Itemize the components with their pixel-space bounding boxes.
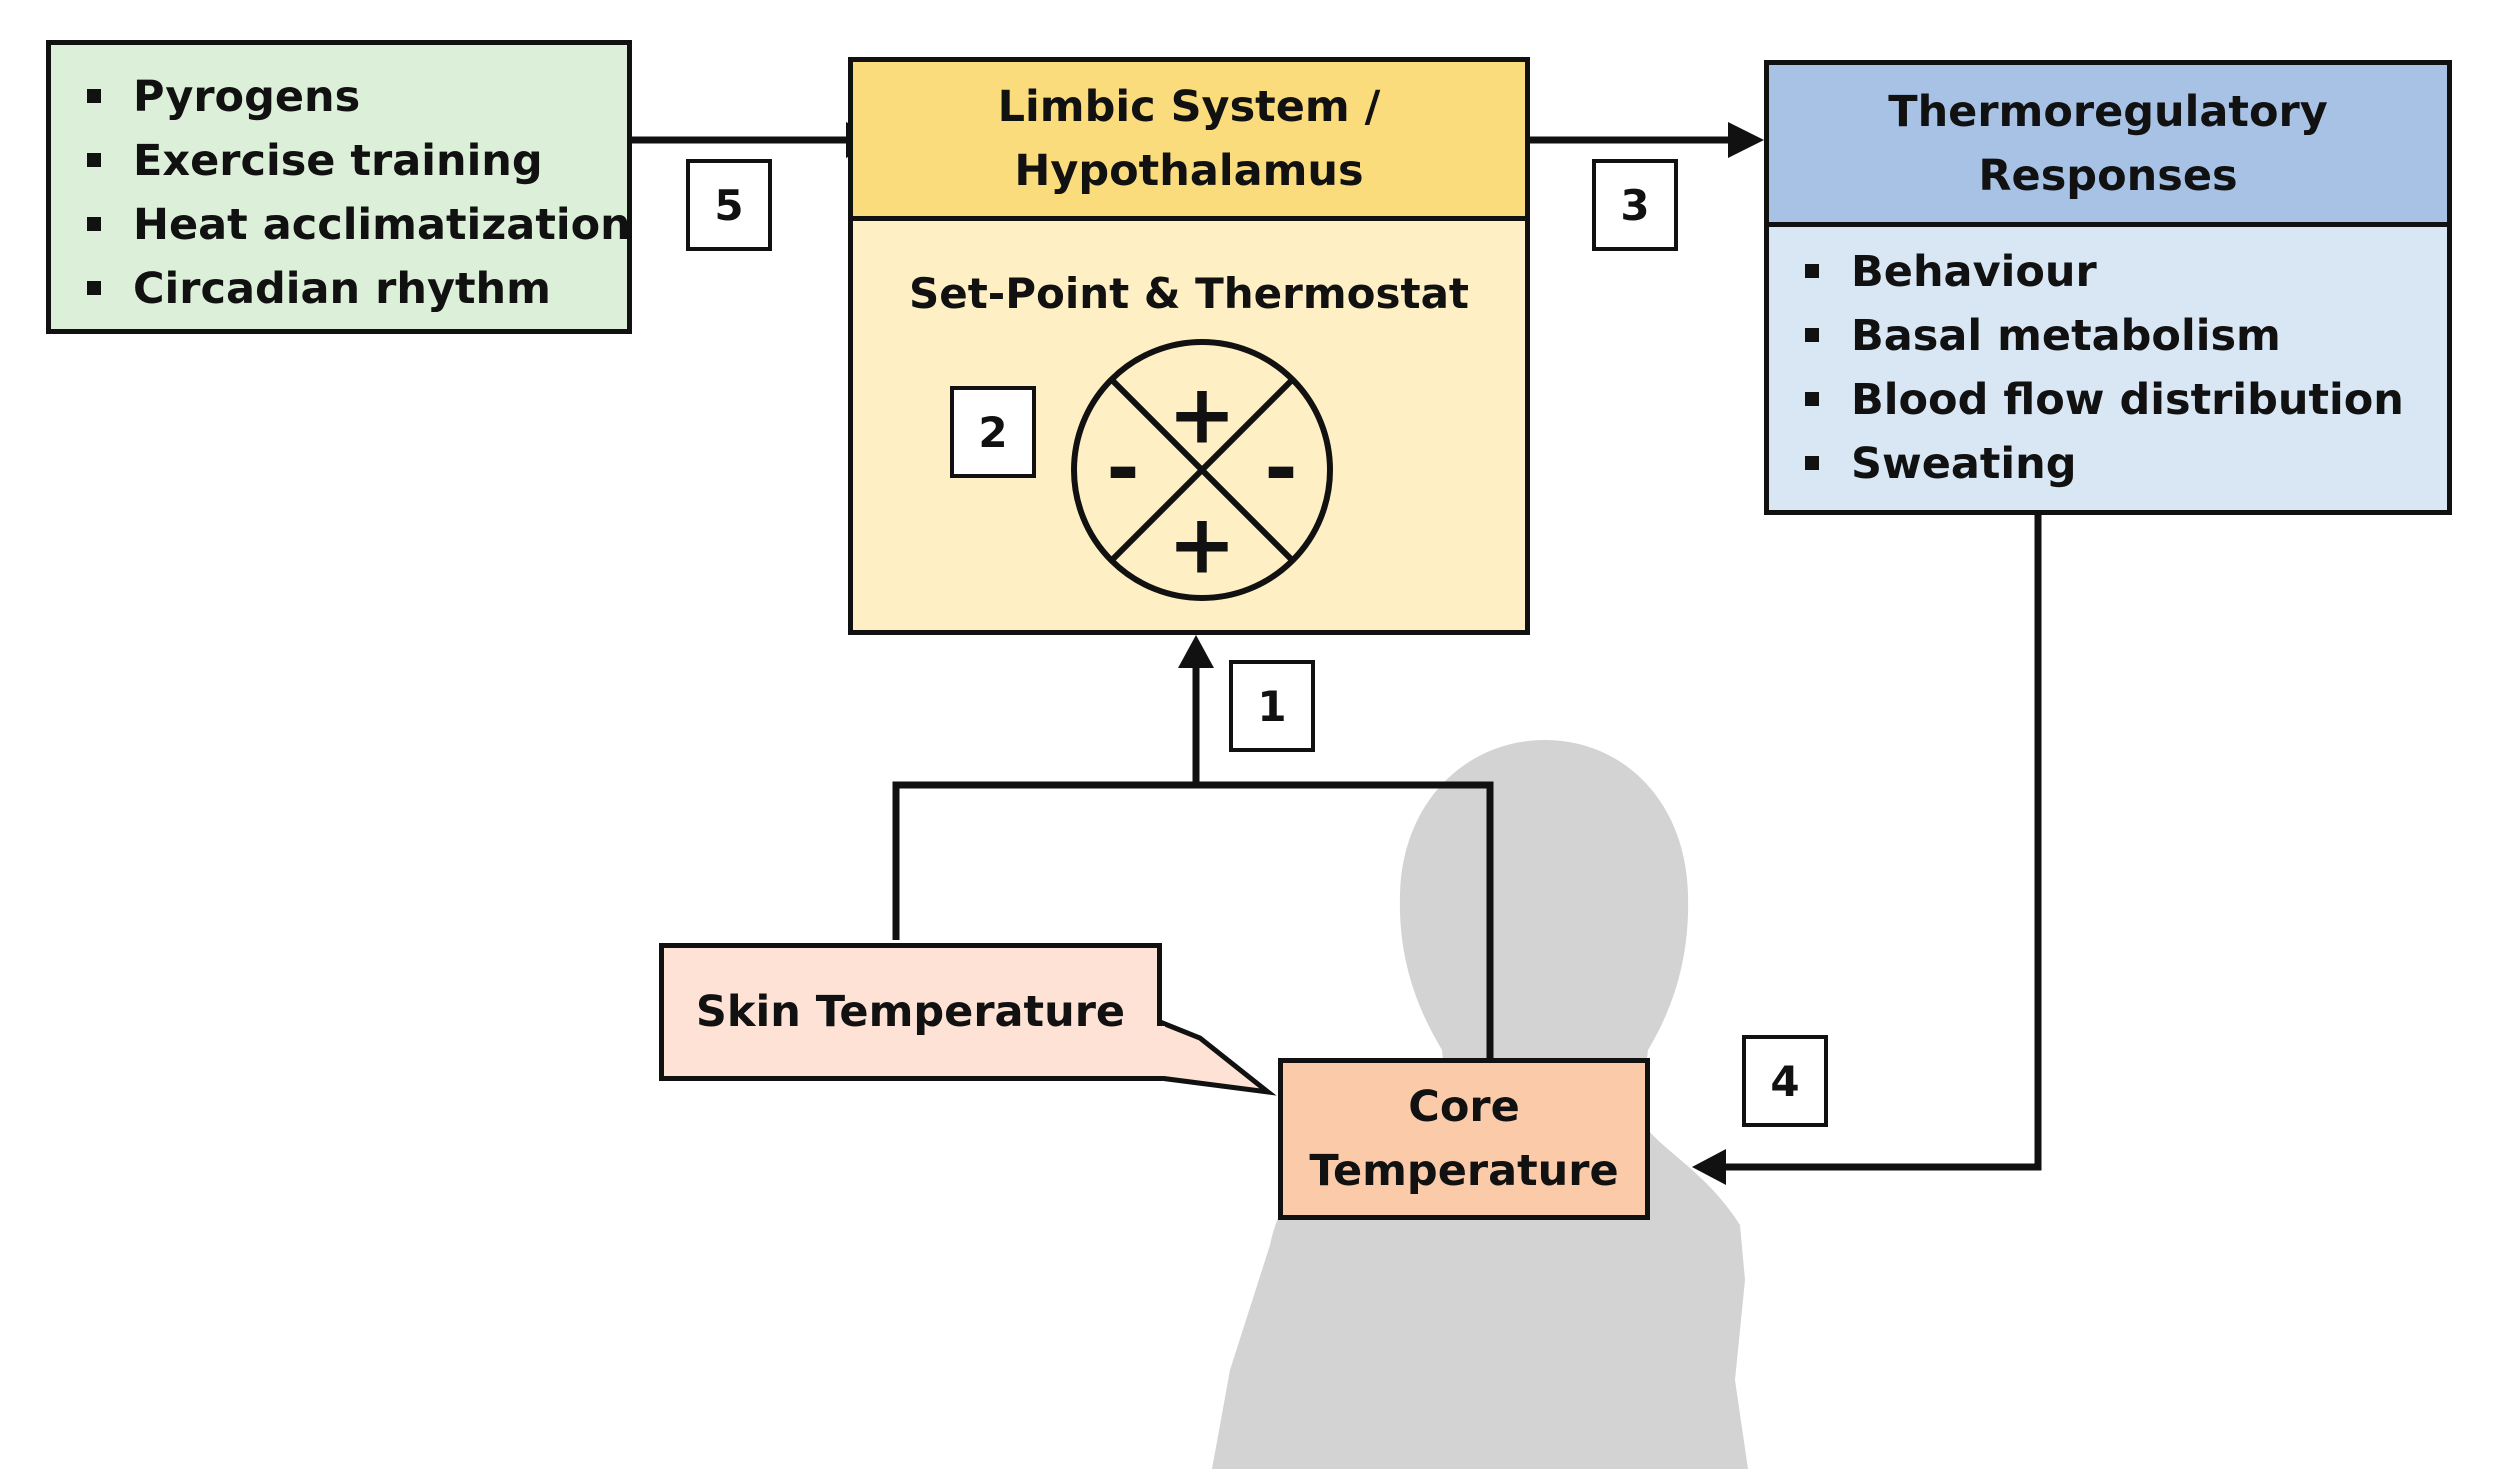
skin-temperature-box: Skin Temperature xyxy=(659,943,1162,1081)
callout-seam-cover xyxy=(1155,1026,1165,1076)
step-5-badge: 5 xyxy=(686,159,772,251)
hypothalamus-title-line1: Limbic System / xyxy=(997,82,1381,132)
hypothalamus-title-line2: Hypothalamus xyxy=(1014,146,1364,196)
arrowhead-feedback xyxy=(1178,635,1214,668)
modifier-item: Heat acclimatization xyxy=(87,193,631,257)
modifiers-list: Pyrogens Exercise training Heat acclimat… xyxy=(87,65,631,321)
core-label-line1: Core xyxy=(1408,1082,1520,1132)
step-1-badge: 1 xyxy=(1229,660,1315,752)
dial-plus-top: + xyxy=(1168,368,1237,463)
response-item: Basal metabolism xyxy=(1805,304,2404,368)
hypothalamus-header: Limbic System / Hypothalamus xyxy=(853,62,1525,221)
modifier-item: Pyrogens xyxy=(87,65,631,129)
response-item: Blood flow distribution xyxy=(1805,368,2404,432)
responses-to-core-line xyxy=(1726,513,2042,1171)
responses-header: Thermoregulatory Responses xyxy=(1769,65,2447,227)
step-2-badge: 2 xyxy=(950,386,1036,478)
arrowhead-core xyxy=(1692,1149,1726,1185)
hypothalamus-box: Limbic System / Hypothalamus Set-Point &… xyxy=(848,57,1530,635)
skin-temperature-label: Skin Temperature xyxy=(695,987,1126,1037)
modifiers-box: Pyrogens Exercise training Heat acclimat… xyxy=(46,40,632,334)
thermostat-dial-icon: + + - - xyxy=(1071,339,1333,601)
responses-title-line1: Thermoregulatory xyxy=(1888,86,2328,137)
response-item: Sweating xyxy=(1805,432,2404,496)
thermostat-subtitle: Set-Point & Thermostat xyxy=(909,269,1469,318)
responses-title-line2: Responses xyxy=(1978,150,2238,201)
core-temperature-box: Core Temperature xyxy=(1278,1058,1650,1220)
core-label-line2: Temperature xyxy=(1309,1146,1619,1196)
dial-minus-left: - xyxy=(1106,422,1139,515)
step-3-badge: 3 xyxy=(1592,159,1678,251)
responses-list: Behaviour Basal metabolism Blood flow di… xyxy=(1805,240,2404,496)
arrowhead-responses xyxy=(1728,122,1764,158)
dial-plus-bottom: + xyxy=(1168,498,1237,593)
responses-box: Thermoregulatory Responses Behaviour Bas… xyxy=(1764,60,2452,515)
step-4-badge: 4 xyxy=(1742,1035,1828,1127)
modifier-item: Exercise training xyxy=(87,129,631,193)
response-item: Behaviour xyxy=(1805,240,2404,304)
dial-minus-right: - xyxy=(1264,422,1297,515)
modifier-item: Circadian rhythm xyxy=(87,257,631,321)
